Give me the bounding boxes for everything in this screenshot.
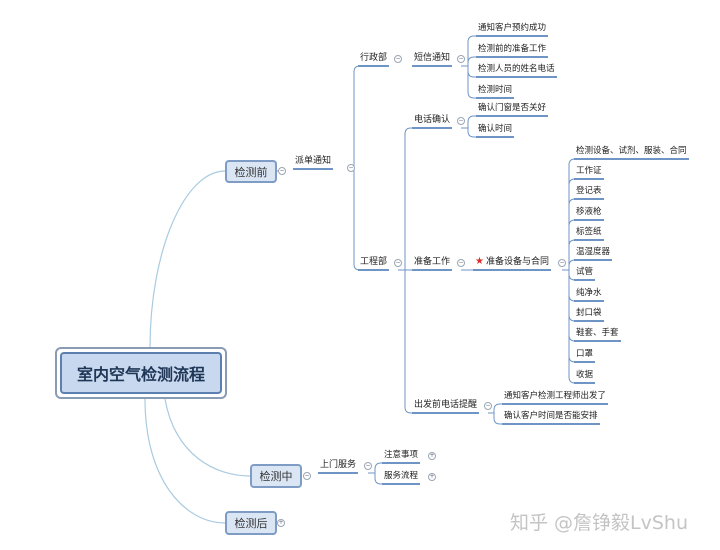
- branch-link: [353, 169, 361, 271]
- expand-toggle[interactable]: +: [428, 473, 436, 481]
- collapse-toggle[interactable]: −: [364, 462, 372, 470]
- branch-link: [467, 115, 476, 128]
- leaf-topic[interactable]: 检测前的准备工作: [476, 43, 549, 58]
- root-topic-label: 室内空气检测流程: [60, 352, 222, 394]
- leaf-topic[interactable]: 服务流程: [382, 470, 421, 485]
- branch-link: [404, 127, 412, 270]
- leaf-topic[interactable]: 检测时间: [476, 84, 515, 99]
- topic-departure-call[interactable]: 出发前电话提醒: [412, 399, 480, 414]
- branch-link: [374, 473, 382, 485]
- topic-onsite-service[interactable]: 上门服务: [318, 459, 359, 474]
- topic-sms[interactable]: 短信通知: [412, 52, 453, 67]
- branch-link: [493, 403, 502, 413]
- branch-link: [374, 462, 382, 473]
- leaf-topic[interactable]: 工作证: [574, 165, 604, 180]
- root-link: [144, 398, 226, 524]
- leaf-topic[interactable]: 口罩: [574, 348, 596, 363]
- expand-toggle[interactable]: +: [428, 452, 436, 460]
- leaf-topic[interactable]: 试管: [574, 266, 596, 281]
- branch-link: [467, 128, 476, 138]
- watermark: 知乎 @詹铮毅LvShu: [510, 512, 689, 534]
- collapse-toggle[interactable]: −: [457, 117, 465, 125]
- collapse-toggle[interactable]: −: [394, 259, 402, 267]
- star-icon: ★: [475, 256, 484, 267]
- collapse-toggle[interactable]: −: [394, 55, 402, 63]
- branch-link: [467, 56, 476, 66]
- topic-engineering[interactable]: 工程部: [358, 256, 390, 271]
- root-link: [164, 398, 251, 477]
- leaf-topic[interactable]: 注意事项: [382, 449, 421, 464]
- expand-toggle[interactable]: +: [277, 519, 285, 527]
- leaf-topic[interactable]: 移液枪: [574, 206, 604, 221]
- collapse-toggle[interactable]: −: [347, 164, 355, 172]
- leaf-topic[interactable]: 封口袋: [574, 307, 604, 322]
- leaf-topic[interactable]: 通知客户预约成功: [476, 22, 549, 37]
- branch-link: [467, 66, 476, 99]
- topic-phone-confirm[interactable]: 电话确认: [412, 114, 453, 129]
- collapse-toggle[interactable]: −: [457, 55, 465, 63]
- branch-link: [353, 65, 361, 169]
- leaf-topic[interactable]: 鞋套、手套: [574, 327, 621, 342]
- leaf-topic[interactable]: 确认客户时间是否能安排: [502, 410, 600, 425]
- leaf-topic[interactable]: 确认门窗是否关好: [476, 102, 549, 117]
- branch-link: [493, 413, 502, 425]
- leaf-topic[interactable]: 检测设备、试剂、服装、合同: [574, 145, 689, 160]
- topic-equipment-label: 准备设备与合同: [485, 257, 549, 267]
- topic-equipment[interactable]: ★准备设备与合同: [473, 256, 551, 271]
- topic-admin[interactable]: 行政部: [358, 52, 390, 67]
- root-topic[interactable]: 室内空气检测流程: [55, 347, 227, 399]
- topic-during-detection[interactable]: 检测中: [250, 464, 302, 488]
- collapse-toggle[interactable]: −: [558, 259, 566, 267]
- topic-after-detection[interactable]: 检测后: [225, 511, 277, 535]
- branch-link: [467, 35, 476, 66]
- leaf-topic[interactable]: 检测人员的姓名电话: [476, 63, 557, 78]
- collapse-toggle[interactable]: −: [278, 167, 286, 175]
- root-link: [149, 170, 226, 349]
- branch-link: [404, 270, 412, 414]
- collapse-toggle[interactable]: −: [303, 472, 311, 480]
- topic-before-detection[interactable]: 检测前: [225, 160, 277, 183]
- leaf-topic[interactable]: 确认时间: [476, 123, 515, 138]
- collapse-toggle[interactable]: −: [484, 402, 492, 410]
- branch-link: [467, 66, 476, 78]
- topic-dispatch[interactable]: 派单通知: [293, 155, 334, 170]
- collapse-toggle[interactable]: −: [457, 259, 465, 267]
- leaf-topic[interactable]: 纯净水: [574, 287, 604, 302]
- topic-preparation[interactable]: 准备工作: [412, 256, 453, 271]
- leaf-topic[interactable]: 登记表: [574, 185, 604, 200]
- leaf-topic[interactable]: 温湿度器: [574, 246, 613, 261]
- leaf-topic[interactable]: 标签纸: [574, 226, 604, 241]
- leaf-topic[interactable]: 收据: [574, 369, 596, 384]
- leaf-topic[interactable]: 通知客户检测工程师出发了: [502, 390, 609, 405]
